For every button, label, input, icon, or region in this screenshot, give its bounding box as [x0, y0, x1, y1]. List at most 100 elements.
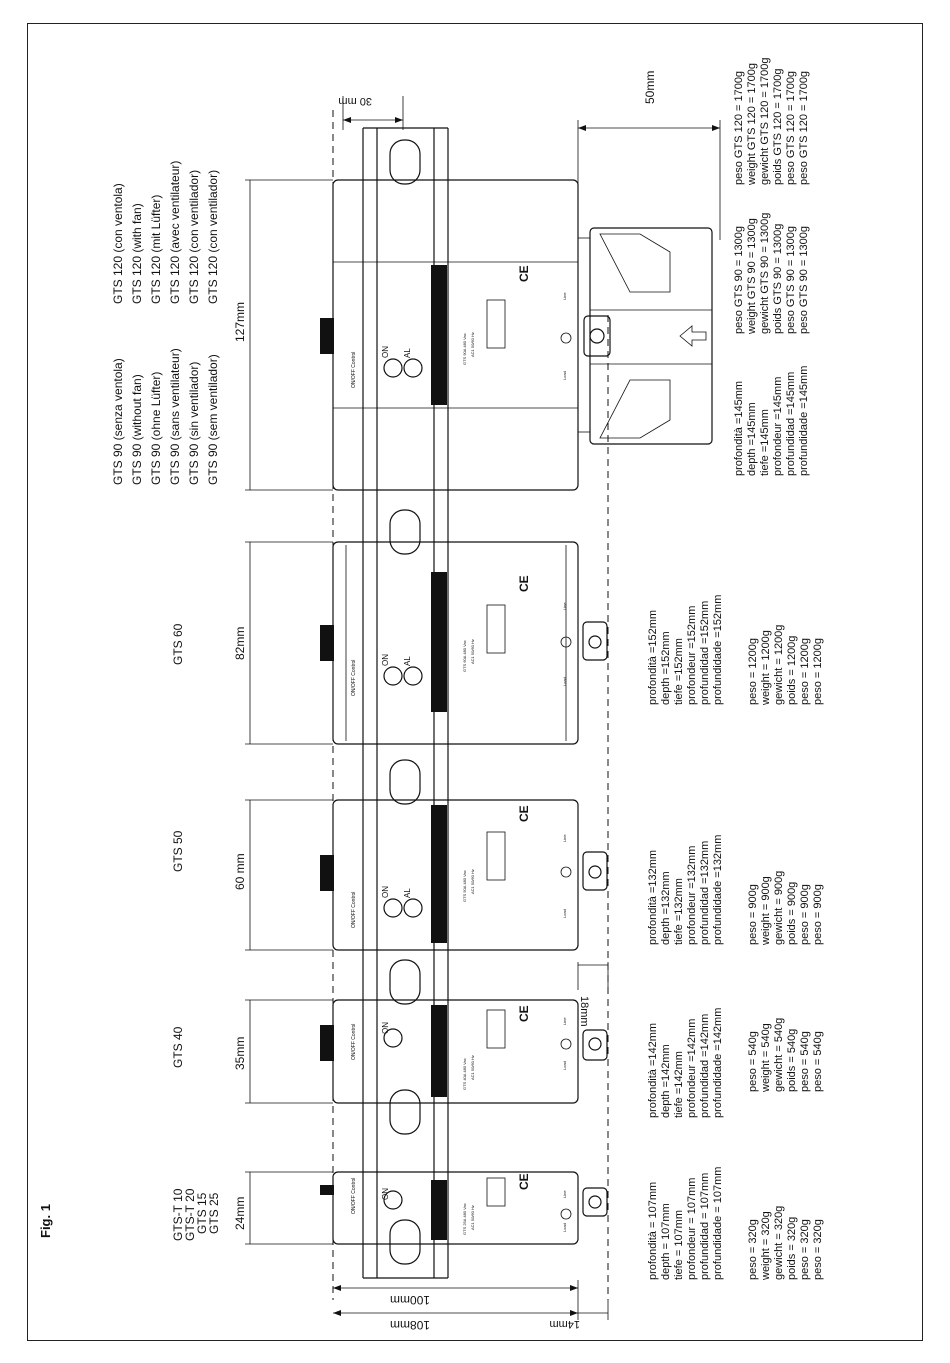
svg-text:CE: CE — [517, 575, 531, 592]
svg-text:AC1 50/60 Hz: AC1 50/60 Hz — [470, 639, 475, 664]
specs-gts-60-weight: peso = 1200g weight = 1200g gewicht = 12… — [747, 625, 824, 706]
svg-text:tiefe =152mm: tiefe =152mm — [673, 638, 685, 705]
svg-text:weight = 900g: weight = 900g — [760, 876, 772, 946]
svg-text:GTS 90A 480 Vac: GTS 90A 480 Vac — [462, 333, 467, 365]
width-24-label: 24mm — [233, 1197, 247, 1230]
svg-text:GTS 120 (mit Lüfter): GTS 120 (mit Lüfter) — [149, 195, 163, 304]
device-gts-60: ON AL ON/OFF Control GTS 60A 480 Vac AC1… — [320, 541, 608, 745]
specs-gts-25-weight: peso = 320g weight = 320g gewicht = 320g… — [747, 1206, 824, 1281]
svg-text:profondeur =132mm: profondeur =132mm — [686, 846, 698, 945]
svg-text:GTS 90 (ohne Lüfter): GTS 90 (ohne Lüfter) — [149, 372, 163, 485]
svg-text:profondità =132mm: profondità =132mm — [647, 850, 659, 945]
svg-text:poids = 320g: poids = 320g — [786, 1217, 798, 1280]
svg-text:GTS 90 (sin ventilador): GTS 90 (sin ventilador) — [187, 362, 201, 485]
specs-gts-40-depth: profondità =142mm depth =142mm tiefe =14… — [647, 1008, 724, 1118]
svg-text:profondità =142mm: profondità =142mm — [647, 1023, 659, 1118]
rail-100-label: 100mm — [390, 1293, 430, 1307]
rail-100-dimension: 100mm — [333, 1285, 578, 1307]
svg-text:CE: CE — [517, 1005, 531, 1022]
svg-text:peso = 540g: peso = 540g — [747, 1031, 759, 1092]
svg-text:ON: ON — [381, 1188, 390, 1200]
svg-text:Line: Line — [562, 602, 567, 610]
depth-50-dimension: 50mm — [577, 71, 721, 240]
svg-text:GTS 120 (con ventola): GTS 120 (con ventola) — [111, 183, 125, 304]
svg-text:GTS 90 (without fan): GTS 90 (without fan) — [130, 374, 144, 485]
specs-gts-40-weight: peso = 540g weight = 540g gewicht = 540g… — [747, 1018, 824, 1093]
svg-text:profundidade =132mm: profundidade =132mm — [712, 835, 724, 945]
svg-text:peso = 900g: peso = 900g — [799, 884, 811, 945]
svg-text:AC1 50/60 Hz: AC1 50/60 Hz — [470, 1055, 475, 1080]
svg-text:weight = 320g: weight = 320g — [760, 1211, 772, 1281]
svg-text:GTS 120 (with fan): GTS 120 (with fan) — [130, 203, 144, 304]
model-labels-gts-120: GTS 120 (con ventola) GTS 120 (with fan)… — [111, 161, 220, 304]
svg-text:profundidad =142mm: profundidad =142mm — [699, 1014, 711, 1118]
svg-text:AL: AL — [403, 348, 412, 358]
svg-text:tiefe =145mm: tiefe =145mm — [759, 409, 771, 476]
svg-text:Load: Load — [562, 1223, 567, 1232]
svg-text:depth =132mm: depth =132mm — [660, 871, 672, 945]
svg-text:ON/OFF Control: ON/OFF Control — [351, 660, 357, 696]
svg-text:peso = 320g: peso = 320g — [812, 1219, 824, 1280]
svg-text:GTS-T 20: GTS-T 20 — [183, 1188, 197, 1241]
width-60-dimension: 60 mm — [233, 799, 333, 951]
svg-text:ON: ON — [381, 886, 390, 898]
svg-text:weight = 1200g: weight = 1200g — [760, 630, 772, 706]
svg-text:profondità =152mm: profondità =152mm — [647, 610, 659, 705]
svg-text:peso = 900g: peso = 900g — [747, 884, 759, 945]
svg-text:ON/OFF Control: ON/OFF Control — [351, 352, 357, 388]
svg-text:profondeur =142mm: profondeur =142mm — [686, 1019, 698, 1118]
svg-text:peso = 320g: peso = 320g — [799, 1219, 811, 1280]
svg-text:profondità = 107mm: profondità = 107mm — [647, 1182, 659, 1280]
svg-text:AL: AL — [403, 888, 412, 898]
svg-text:GTS 90 (sem ventilador): GTS 90 (sem ventilador) — [206, 354, 220, 485]
svg-text:peso = 540g: peso = 540g — [799, 1031, 811, 1092]
svg-text:depth =145mm: depth =145mm — [746, 402, 758, 476]
svg-text:AC1 50/60 Hz: AC1 50/60 Hz — [470, 869, 475, 894]
model-labels-gts-90: GTS 90 (senza ventola) GTS 90 (without f… — [111, 348, 220, 485]
svg-text:Line: Line — [562, 834, 567, 842]
specs-gts-90-weight: peso GTS 90 = 1300g weight GTS 90 = 1300… — [733, 213, 810, 335]
offset-18-label: 18mm — [578, 996, 590, 1027]
svg-text:profundidad =152mm: profundidad =152mm — [699, 601, 711, 705]
specs-gts-50-weight: peso = 900g weight = 900g gewicht = 900g… — [747, 871, 824, 946]
model-label-gts-40: GTS 40 — [171, 1026, 185, 1068]
specs-gts-60-depth: profondità =152mm depth =152mm tiefe =15… — [647, 595, 724, 705]
device-gts-40: ON ON/OFF Control GTS 40A 480 Vac AC1 50… — [320, 999, 608, 1104]
model-labels-gts-25: GTS-T 10 GTS-T 20 GTS 15 GTS 25 — [171, 1188, 221, 1241]
svg-text:depth =152mm: depth =152mm — [660, 631, 672, 705]
svg-text:gewicht GTS 120 = 1700g: gewicht GTS 120 = 1700g — [759, 58, 771, 186]
svg-text:Line: Line — [562, 292, 567, 300]
svg-text:profundidad =145mm: profundidad =145mm — [785, 372, 797, 476]
svg-text:GTS 25A 480 Vac: GTS 25A 480 Vac — [462, 1203, 467, 1235]
svg-text:AC1 50/60 Hz: AC1 50/60 Hz — [470, 332, 475, 357]
svg-text:poids GTS 90 = 1300g: poids GTS 90 = 1300g — [772, 224, 784, 334]
svg-text:profundidade =142mm: profundidade =142mm — [712, 1008, 724, 1118]
svg-text:profondeur = 107mm: profondeur = 107mm — [686, 1178, 698, 1280]
svg-text:depth =142mm: depth =142mm — [660, 1044, 672, 1118]
svg-text:peso GTS 120 = 1700g: peso GTS 120 = 1700g — [785, 71, 797, 185]
width-127-label: 127mm — [233, 302, 247, 342]
svg-text:peso GTS 90 = 1300g: peso GTS 90 = 1300g — [798, 226, 810, 334]
svg-text:profundidad =132mm: profundidad =132mm — [699, 841, 711, 945]
width-35-dimension: 35mm — [233, 999, 333, 1104]
rail-108-label: 108mm — [390, 1318, 430, 1332]
svg-text:peso = 1200g: peso = 1200g — [747, 638, 759, 705]
svg-text:peso GTS 90 = 1300g: peso GTS 90 = 1300g — [733, 226, 745, 334]
specs-gts-50-depth: profondità =132mm depth =132mm tiefe =13… — [647, 835, 724, 945]
svg-text:profundidade =152mm: profundidade =152mm — [712, 595, 724, 705]
svg-text:profondità =145mm: profondità =145mm — [733, 381, 745, 476]
offset-18-dimension: 18mm — [577, 962, 609, 1027]
svg-text:CE: CE — [517, 265, 531, 282]
svg-text:weight GTS 90 = 1300g: weight GTS 90 = 1300g — [746, 218, 758, 335]
width-127-dimension: 127mm — [233, 179, 333, 491]
width-60-label: 60 mm — [233, 853, 247, 890]
svg-text:GTS 90 (sans ventilateur): GTS 90 (sans ventilateur) — [168, 348, 182, 485]
rail-30-label: 30 mm — [338, 95, 372, 107]
svg-text:AC1 50/60 Hz: AC1 50/60 Hz — [470, 1205, 475, 1230]
width-82-label: 82mm — [233, 627, 247, 660]
svg-text:ON: ON — [381, 654, 390, 666]
svg-text:gewicht = 900g: gewicht = 900g — [773, 871, 785, 945]
svg-text:profundidade =145mm: profundidade =145mm — [798, 366, 810, 476]
svg-text:gewicht = 1200g: gewicht = 1200g — [773, 625, 785, 705]
